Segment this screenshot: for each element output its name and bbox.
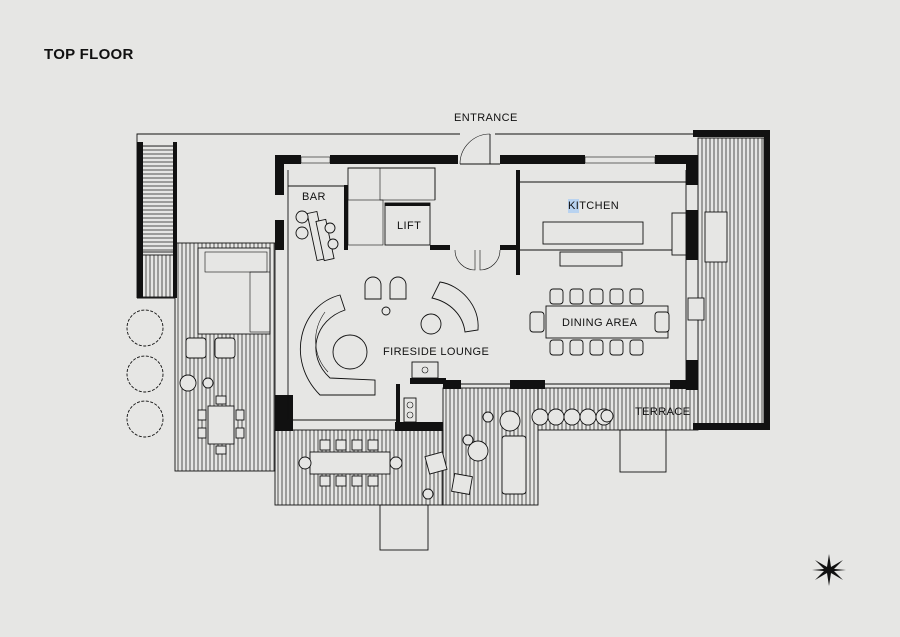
room-label-kitchen: KITCHEN [568,200,619,212]
trees [126,309,164,438]
compass-star-icon [812,554,846,586]
walls [137,130,770,431]
page-title: TOP FLOOR [44,46,134,63]
entrance-door[interactable] [459,133,500,165]
bar-furniture [295,210,339,262]
room-label-terrace: TERRACE [635,406,690,418]
room-label-fireside-lounge: FIRESIDE LOUNGE [383,346,489,358]
left-terrace-furniture [179,247,271,455]
text-selection-highlight [568,199,579,213]
room-label-dining-area: DINING AREA [562,317,638,329]
room-label-bar: BAR [302,191,326,203]
bottom-terrace-furniture [298,408,614,500]
dining-table [529,288,705,356]
lounge-furniture [299,276,479,423]
lounge-double-door[interactable] [454,249,501,271]
room-label-lift: LIFT [397,220,421,232]
kitchen-furniture [520,211,728,267]
room-label-entrance: ENTRANCE [454,112,518,124]
